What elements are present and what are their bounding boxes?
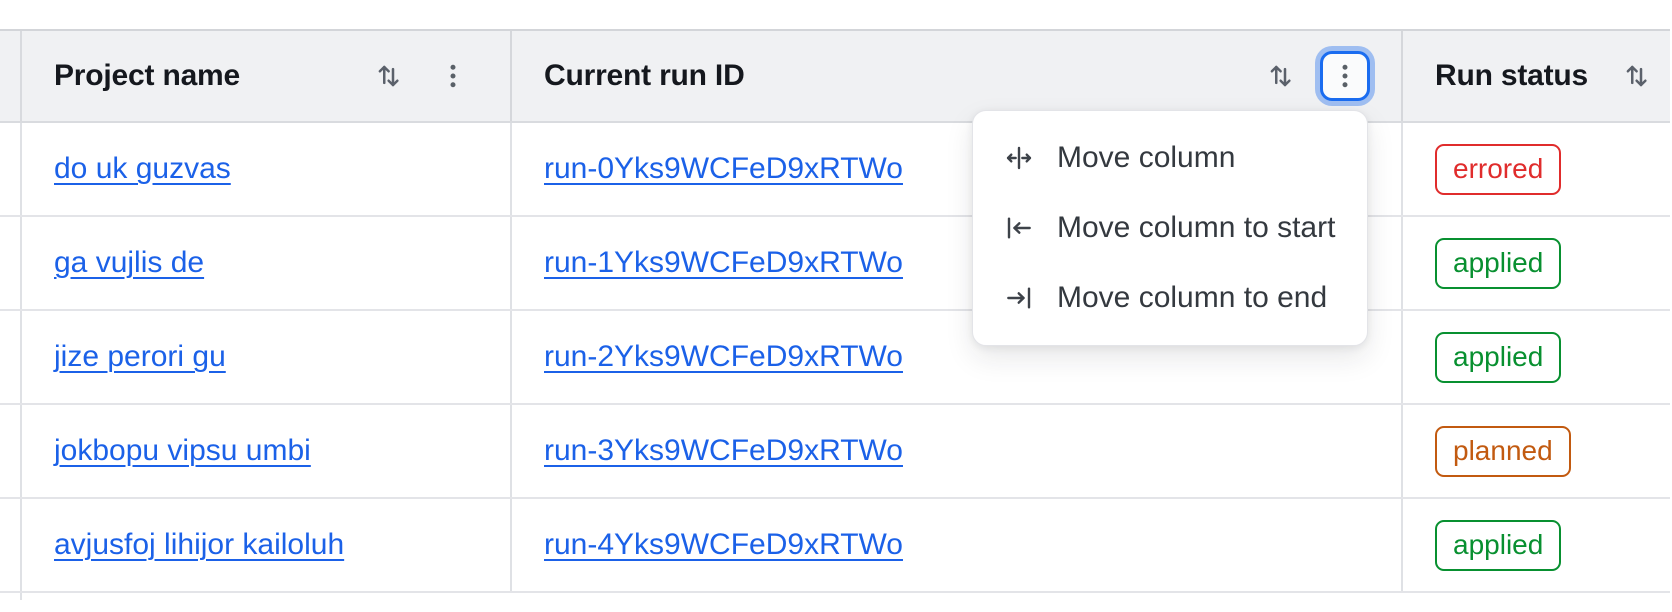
column-header-run-status: Run status	[1403, 31, 1670, 121]
project-link[interactable]: ga vujlis de	[54, 246, 205, 279]
menu-item-label: Move column	[1057, 141, 1236, 174]
run-id-link[interactable]: run-4Yks9WCFeD9xRTWo	[544, 528, 903, 561]
menu-item-move-column-to-end[interactable]: Move column to end	[973, 263, 1367, 333]
status-badge: errored	[1435, 143, 1562, 195]
sort-icon[interactable]	[373, 61, 403, 91]
projects-table: Project name Current run ID	[0, 29, 1670, 600]
gutter-column-header	[0, 31, 22, 121]
table-row: jokbopu vipsu umbi run-3Yks9WCFeD9xRTWo …	[0, 405, 1670, 499]
run-id-link[interactable]: run-3Yks9WCFeD9xRTWo	[544, 434, 903, 467]
table-row: jize perori gu run-2Yks9WCFeD9xRTWo appl…	[0, 311, 1670, 405]
move-column-to-start-icon	[1007, 217, 1031, 239]
move-column-to-end-icon	[1007, 287, 1031, 309]
menu-item-move-column-to-start[interactable]: Move column to start	[973, 193, 1367, 263]
column-label: Project name	[54, 59, 241, 92]
column-context-menu: Move column Move column to start Move co…	[972, 110, 1368, 346]
column-header-project-name: Project name	[22, 31, 512, 121]
menu-item-label: Move column to start	[1057, 211, 1336, 244]
table-row-clipped	[0, 593, 1670, 600]
menu-item-move-column[interactable]: Move column	[973, 123, 1367, 193]
column-menu-button-active[interactable]	[1320, 51, 1370, 101]
move-column-icon	[1006, 146, 1032, 170]
run-id-link[interactable]: run-1Yks9WCFeD9xRTWo	[544, 246, 903, 279]
column-label: Current run ID	[544, 59, 745, 92]
kebab-icon	[450, 64, 456, 88]
status-badge: applied	[1435, 237, 1562, 289]
table-header-row: Project name Current run ID	[0, 31, 1670, 123]
project-link[interactable]: avjusfoj lihijor kailoluh	[54, 528, 345, 561]
project-link[interactable]: do uk guzvas	[54, 152, 231, 185]
column-menu-button[interactable]	[428, 51, 478, 101]
run-id-link[interactable]: run-0Yks9WCFeD9xRTWo	[544, 152, 903, 185]
project-link[interactable]: jokbopu vipsu umbi	[54, 434, 311, 467]
sort-icon[interactable]	[1621, 61, 1651, 91]
status-badge: planned	[1435, 425, 1571, 477]
table-row: avjusfoj lihijor kailoluh run-4Yks9WCFeD…	[0, 499, 1670, 593]
row-gutter	[0, 405, 22, 497]
project-link[interactable]: jize perori gu	[54, 340, 226, 373]
column-label: Run status	[1435, 59, 1589, 92]
status-badge: applied	[1435, 331, 1562, 383]
row-gutter	[0, 311, 22, 403]
row-gutter	[0, 593, 22, 600]
column-header-current-run-id: Current run ID	[512, 31, 1403, 121]
sort-icon[interactable]	[1265, 61, 1295, 91]
table-row: do uk guzvas run-0Yks9WCFeD9xRTWo errore…	[0, 123, 1670, 217]
row-gutter	[0, 217, 22, 309]
kebab-icon	[1342, 64, 1348, 88]
row-gutter	[0, 499, 22, 591]
run-id-link[interactable]: run-2Yks9WCFeD9xRTWo	[544, 340, 903, 373]
menu-item-label: Move column to end	[1057, 281, 1328, 314]
table-row: ga vujlis de run-1Yks9WCFeD9xRTWo applie…	[0, 217, 1670, 311]
row-gutter	[0, 123, 22, 215]
status-badge: applied	[1435, 519, 1562, 571]
